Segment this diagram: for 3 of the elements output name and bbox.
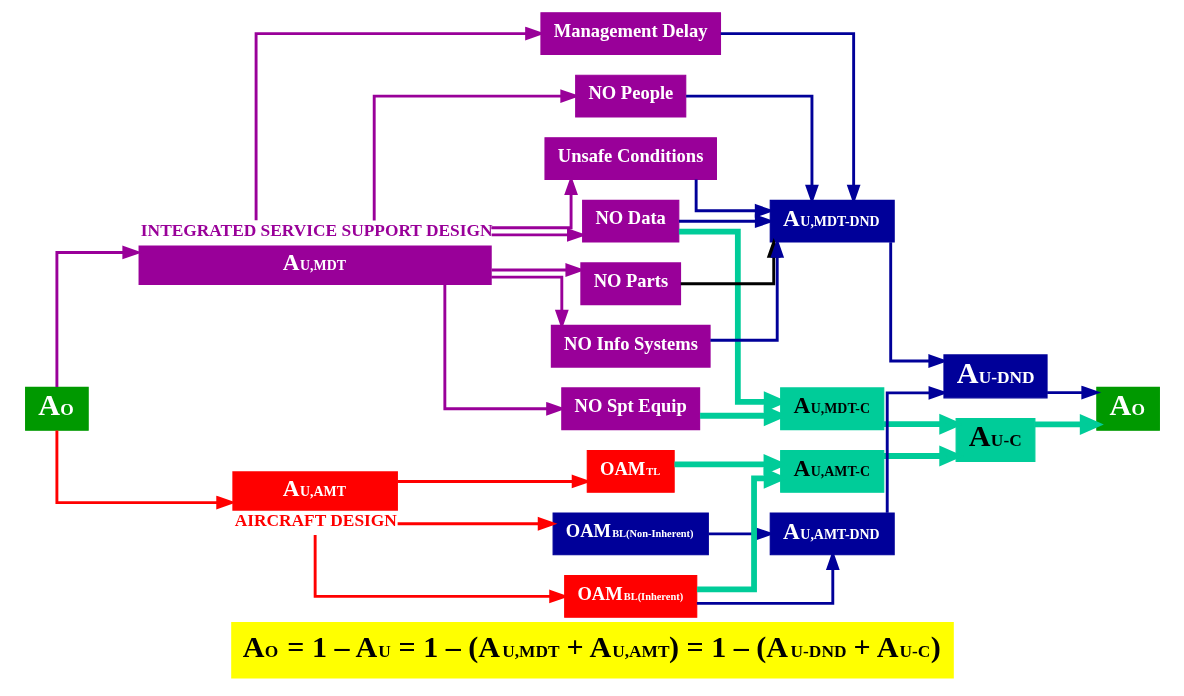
caption: AO = 1 – AU = 1 – (AU,MDT + AU,AMT) = 1 – (AU-DND + AU-C) (242, 629, 941, 664)
node-label: AIRCRAFT DESIGN (234, 510, 397, 530)
node-label: INTEGRATED SERVICE SUPPORT DESIGN (140, 221, 493, 241)
